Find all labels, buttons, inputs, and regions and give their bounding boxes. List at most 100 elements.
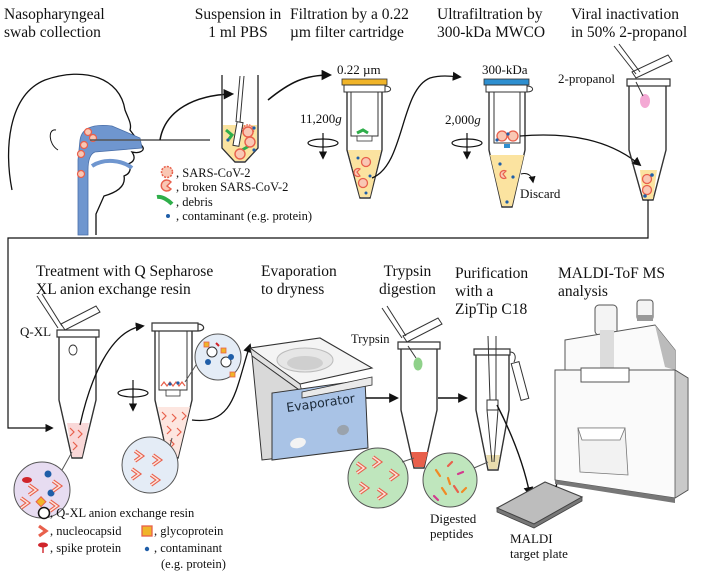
filter-pore-label: 0.22 µm bbox=[337, 62, 381, 77]
debris-icon bbox=[156, 194, 174, 206]
step-title-qsepharose-line1: Treatment with Q Sepharose bbox=[36, 263, 214, 280]
step-title-evaporation-line2: to dryness bbox=[261, 281, 325, 298]
centrifuge-rotation-icon-3 bbox=[117, 380, 149, 412]
step-title-suspension: Suspension in 1 ml PBS bbox=[178, 6, 298, 42]
filter-cap bbox=[341, 78, 388, 86]
step-title-ultrafiltration: Ultrafiltration by 300-kDa MWCO bbox=[437, 6, 545, 42]
arrow-inactivation-to-qxl bbox=[7, 200, 649, 433]
legend-glycoprotein: , glycoprotein bbox=[154, 524, 224, 538]
mwco-tube bbox=[483, 78, 534, 208]
step-title-maldi: MALDI-ToF MS analysis bbox=[558, 265, 665, 301]
legend-contaminant-bottom: , contaminant bbox=[154, 541, 223, 555]
contaminant-icon bbox=[166, 214, 170, 218]
step-title-qsepharose: Treatment with Q Sepharose XL anion exch… bbox=[36, 263, 213, 299]
speed-value-2: 2,000 bbox=[445, 112, 475, 127]
centrifuge-rotation-icon-2 bbox=[451, 133, 483, 160]
trypsin-tube bbox=[381, 305, 443, 469]
trypsin-label: Trypsin bbox=[351, 332, 390, 346]
step-title-swab-line2: swab collection bbox=[4, 24, 101, 41]
step-title-filtration-line2: µm filter cartridge bbox=[290, 24, 404, 41]
qxl-tube bbox=[36, 293, 101, 459]
legend-sars-cov-2: , SARS-CoV-2 bbox=[176, 166, 251, 180]
arrow-qxl-to-spin bbox=[79, 322, 145, 426]
discard-arrow bbox=[520, 173, 536, 184]
step-title-inactivation: Viral inactivation in 50% 2-propanol bbox=[571, 6, 687, 42]
suspension-tube bbox=[221, 75, 259, 163]
arrow-spin-to-evaporator bbox=[191, 343, 253, 422]
arrow-suspension-to-filter bbox=[267, 69, 333, 101]
discard-label: Discard bbox=[520, 186, 561, 201]
qxl-spin-column bbox=[151, 322, 205, 459]
step-title-suspension-line2: 1 ml PBS bbox=[208, 24, 268, 41]
glycoprotein-icon bbox=[141, 525, 153, 537]
ziptip-tube bbox=[473, 335, 530, 471]
spike-protein-icon bbox=[38, 542, 48, 553]
mwco-label: 300-kDa bbox=[482, 62, 528, 77]
maldi-plate-line1: MALDI bbox=[510, 531, 553, 546]
speed-value-1: 11,200 bbox=[300, 111, 336, 126]
sars-cov-2-icon bbox=[160, 165, 174, 179]
maldi-plate-label: MALDI target plate bbox=[510, 531, 568, 561]
step-title-inactivation-line1: Viral inactivation bbox=[571, 6, 679, 23]
filter-tube bbox=[341, 78, 392, 199]
bubble-digest bbox=[347, 447, 415, 509]
step-title-trypsin-line2: digestion bbox=[379, 281, 436, 298]
resin-icon bbox=[37, 506, 51, 520]
step-title-swab: Nasopharyngeal swab collection bbox=[4, 6, 105, 42]
arrow-ziptip-to-plate bbox=[496, 404, 534, 497]
head-illustration bbox=[7, 73, 210, 236]
digested-peptides-line1: Digested bbox=[430, 511, 477, 526]
step-title-filtration: Filtration by a 0.22 µm filter cartridge bbox=[290, 6, 409, 42]
step-title-purification-line3: ZipTip C18 bbox=[455, 301, 528, 318]
mwco-cap bbox=[483, 78, 530, 86]
digested-peptides-label: Digested peptides bbox=[430, 511, 476, 541]
contaminant-icon-bottom bbox=[144, 546, 150, 552]
bubble-peptides bbox=[422, 452, 489, 508]
legend-nucleocapsid: , nucleocapsid bbox=[50, 524, 122, 538]
centrifuge-rotation-icon-1 bbox=[307, 133, 339, 160]
arrow-ultrafiltration-to-inactivation bbox=[519, 134, 642, 167]
step-title-maldi-line1: MALDI-ToF MS bbox=[558, 265, 665, 282]
legend-contaminant-bottom-note: (e.g. protein) bbox=[161, 557, 226, 571]
step-title-trypsin-line1: Trypsin bbox=[383, 263, 432, 280]
broken-sars-cov-2-icon bbox=[160, 179, 173, 192]
trypsin-drop bbox=[413, 357, 423, 371]
step-title-purification-line1: Purification bbox=[455, 265, 529, 282]
legend-bottom-icons bbox=[37, 506, 153, 553]
legend-top-icons bbox=[156, 165, 174, 218]
arrow-filter-to-ultrafiltration bbox=[371, 71, 462, 179]
step-title-qsepharose-line2: XL anion exchange resin bbox=[36, 281, 191, 298]
step-title-swab-line1: Nasopharyngeal bbox=[4, 6, 105, 23]
legend-broken-sars-cov-2: , broken SARS-CoV-2 bbox=[176, 180, 289, 194]
propanol-tube bbox=[613, 43, 673, 201]
bubble-resin bbox=[184, 333, 242, 383]
step-title-purification-line2: with a bbox=[455, 283, 494, 300]
step-title-suspension-line1: Suspension in bbox=[194, 6, 282, 23]
legend-resin: , Q-XL anion exchange resin bbox=[50, 506, 195, 520]
arrow-swab-to-suspension bbox=[159, 88, 235, 141]
bubble-flowthrough bbox=[121, 436, 179, 494]
propanol-label: 2-propanol bbox=[558, 71, 616, 86]
nucleocapsid-icon bbox=[38, 524, 49, 538]
step-title-evaporation: Evaporation to dryness bbox=[261, 263, 337, 299]
propanol-drop bbox=[640, 94, 650, 108]
step-title-inactivation-line2: in 50% 2-propanol bbox=[571, 24, 688, 41]
step-title-purification: Purification with a ZipTip C18 bbox=[455, 265, 528, 319]
speed-label-1: 11,200g bbox=[300, 112, 342, 126]
qxl-label: Q-XL bbox=[20, 324, 52, 339]
legend-spike-protein: , spike protein bbox=[50, 541, 122, 555]
step-title-maldi-line2: analysis bbox=[558, 283, 608, 300]
speed-label-2: 2,000g bbox=[445, 113, 481, 127]
step-title-ultrafiltration-line1: Ultrafiltration by bbox=[437, 6, 543, 23]
step-title-evaporation-line1: Evaporation bbox=[261, 263, 337, 280]
step-title-trypsin: Trypsin digestion bbox=[379, 263, 436, 299]
digested-peptides-line2: peptides bbox=[430, 526, 474, 541]
maldi-target-plate bbox=[495, 481, 584, 529]
maldi-instrument bbox=[554, 299, 689, 503]
maldi-plate-line2: target plate bbox=[510, 546, 568, 561]
step-title-ultrafiltration-line2: 300-kDa MWCO bbox=[437, 24, 546, 41]
legend-debris: , debris bbox=[176, 195, 213, 209]
legend-contaminant: , contaminant (e.g. protein) bbox=[176, 209, 313, 223]
speed-unit-1: g bbox=[335, 111, 342, 126]
